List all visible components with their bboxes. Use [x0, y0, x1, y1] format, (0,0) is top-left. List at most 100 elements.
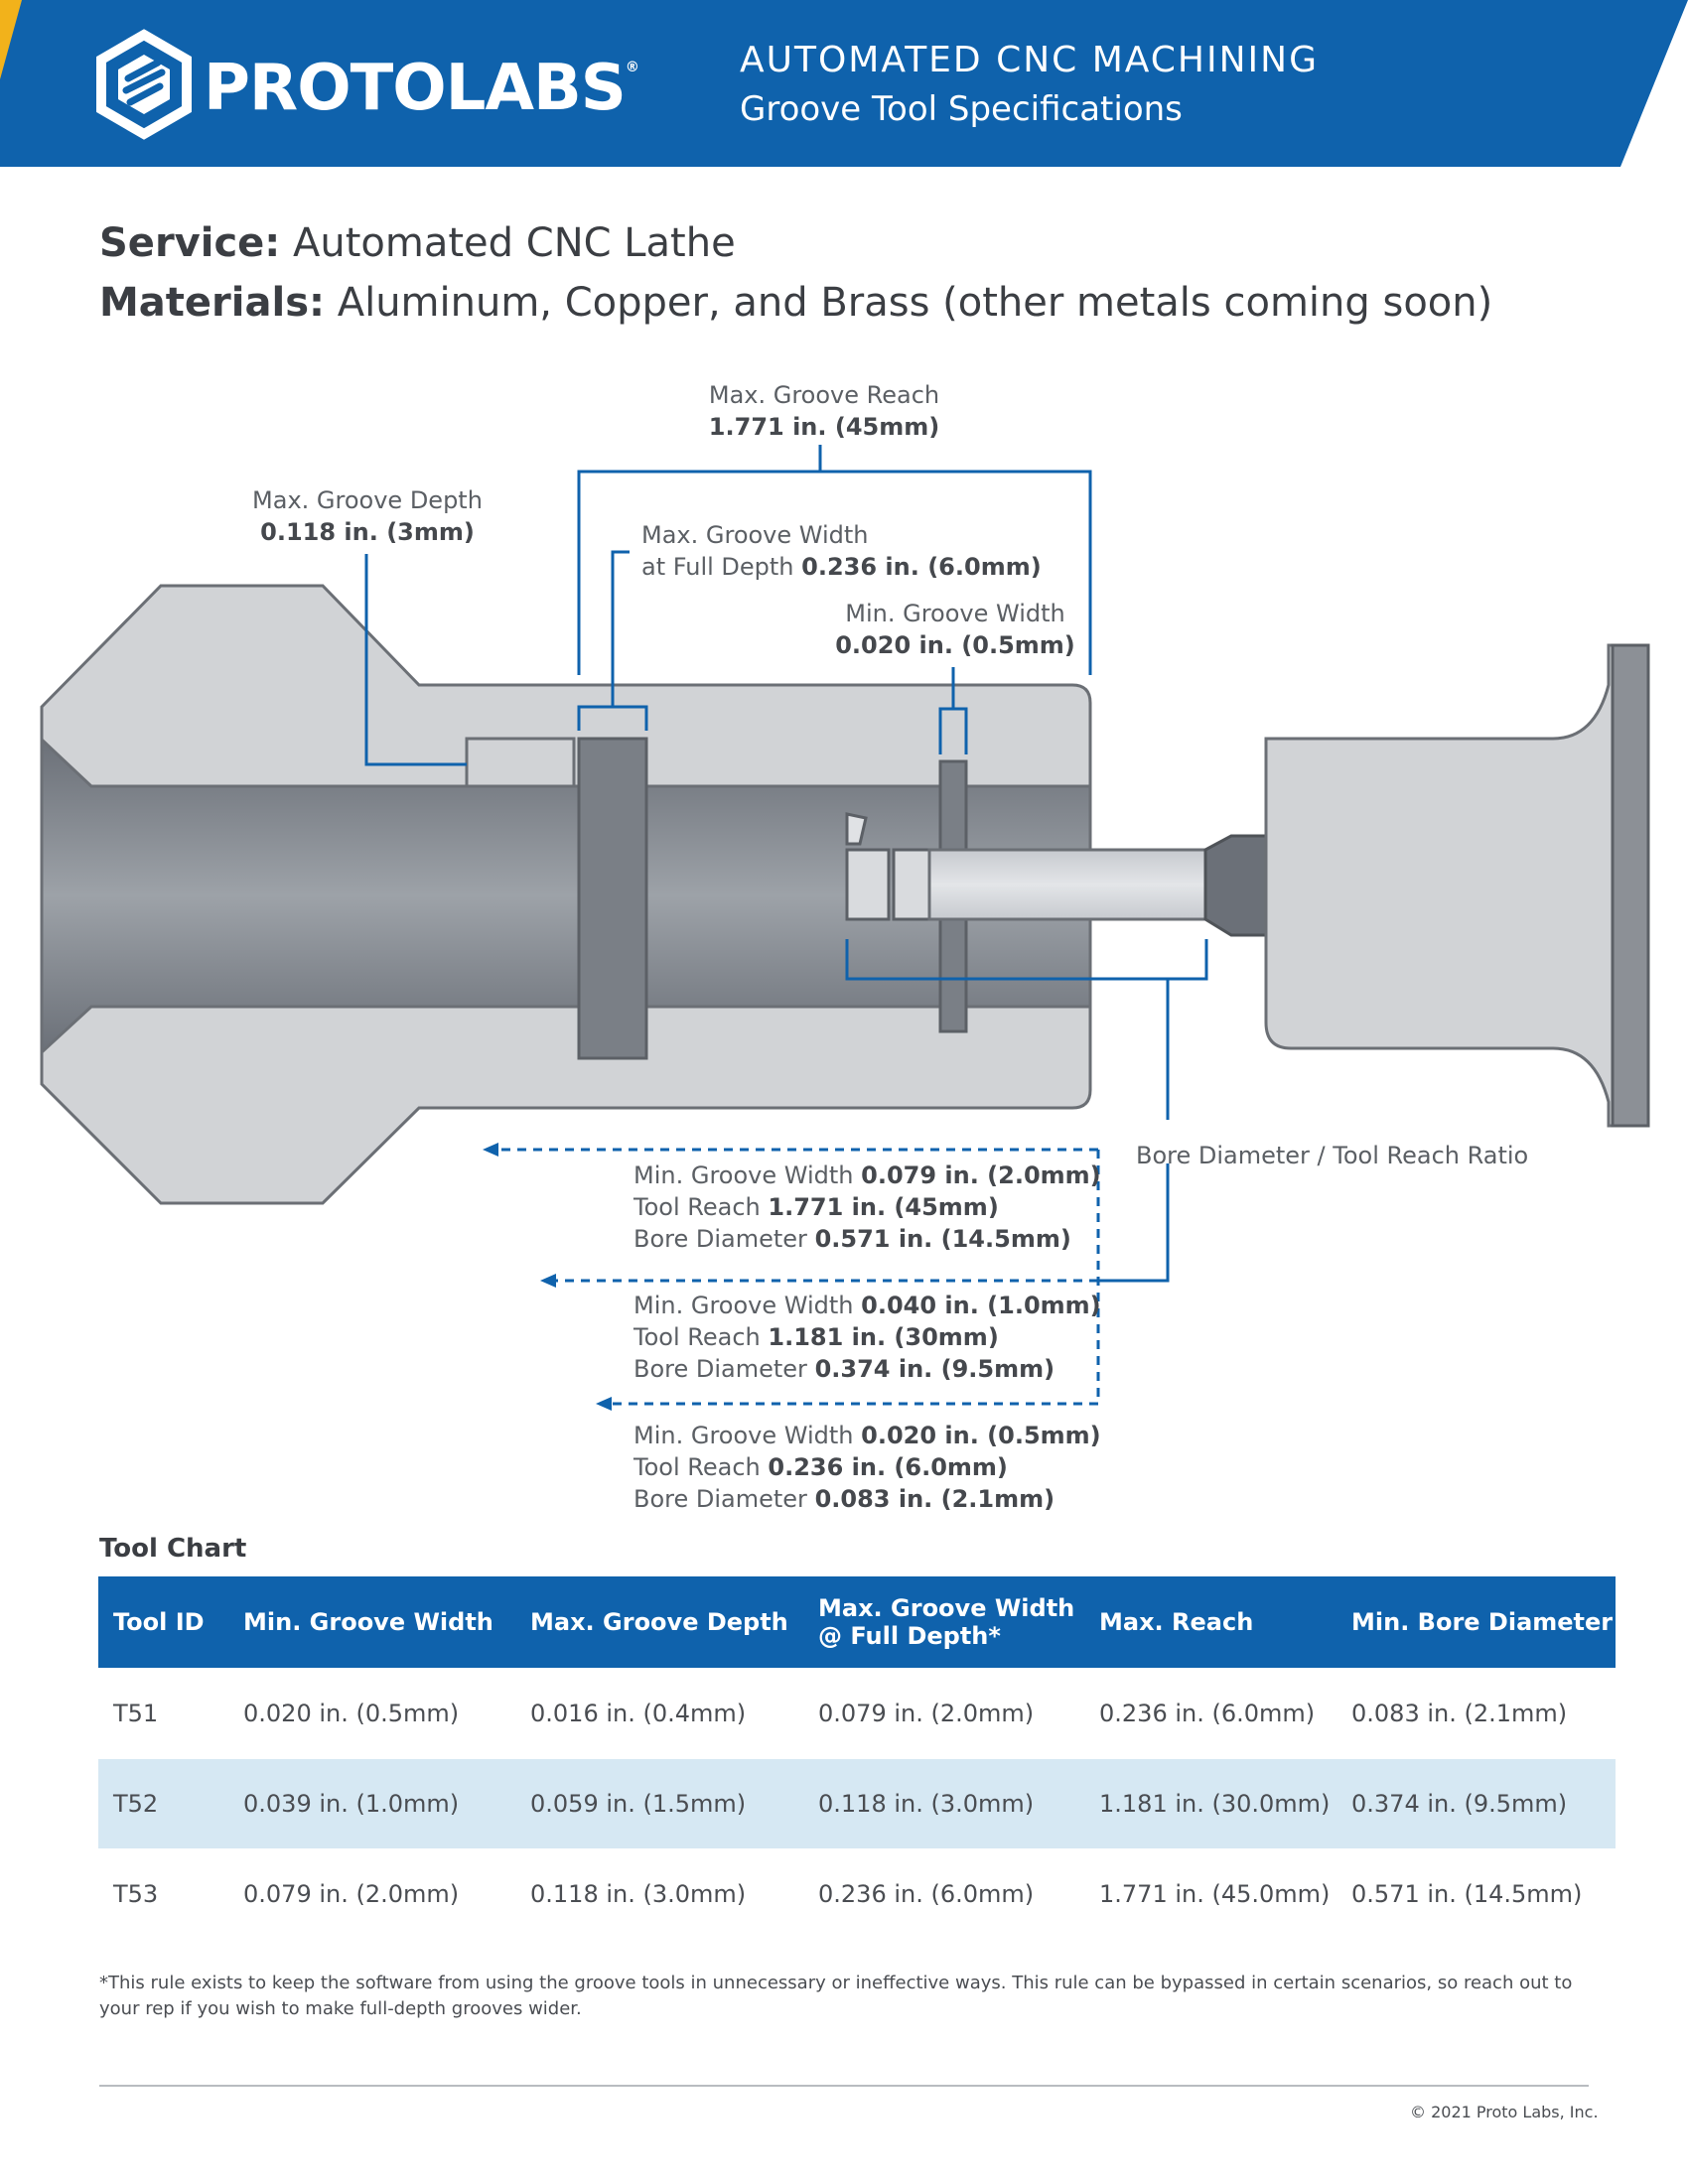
service-value: Automated CNC Lathe: [293, 220, 736, 266]
group-1-bore-label: Bore Diameter: [633, 1225, 807, 1253]
ratio-group-1: Min. Groove Width 0.079 in. (2.0mm) Tool…: [633, 1160, 1101, 1255]
group-2-width-value: 0.040 in. (1.0mm): [861, 1292, 1101, 1319]
group-2-bore-value: 0.374 in. (9.5mm): [814, 1355, 1055, 1383]
width-leader: [611, 550, 630, 707]
header-background: [0, 0, 1688, 167]
group-3-reach-label: Tool Reach: [633, 1453, 761, 1481]
cell-min-bore: 0.374 in. (9.5mm): [1336, 1759, 1616, 1848]
group-3-width-label: Min. Groove Width: [633, 1422, 854, 1449]
cell-min-bore: 0.083 in. (2.1mm): [1351, 1700, 1568, 1727]
cell-max-width: 0.118 in. (3.0mm): [803, 1759, 1084, 1848]
cell-tool-id: T51: [113, 1700, 159, 1727]
depth-title: Max. Groove Depth: [252, 486, 483, 514]
min-width-title: Min. Groove Width: [845, 600, 1065, 627]
reach-bracket: [577, 470, 1092, 675]
depth-groove: [465, 737, 576, 788]
cell-min-width: 0.039 in. (1.0mm): [228, 1759, 515, 1848]
max-groove-width-label: Max. Groove Width at Full Depth 0.236 in…: [641, 519, 1042, 583]
footnote: *This rule exists to keep the software f…: [99, 1973, 1573, 2019]
bore: [40, 736, 1092, 1056]
width-title: Max. Groove Width: [641, 521, 869, 549]
header-title: AUTOMATED CNC MACHINING: [740, 40, 1319, 80]
group-3-bore-value: 0.083 in. (2.1mm): [814, 1485, 1055, 1513]
group-1-width-label: Min. Groove Width: [633, 1161, 854, 1189]
ratio-group-3: Min. Groove Width 0.020 in. (0.5mm) Tool…: [633, 1420, 1101, 1515]
cell-tool-id: T53: [113, 1880, 159, 1908]
group-3-reach-value: 0.236 in. (6.0mm): [768, 1453, 1008, 1481]
width-value: 0.236 in. (6.0mm): [801, 553, 1042, 581]
header-banner: PROTOLABS® AUTOMATED CNC MACHINING Groov…: [0, 0, 1688, 167]
cell-min-width: 0.079 in. (2.0mm): [243, 1880, 460, 1908]
col-max-groove-depth: Max. Groove Depth: [515, 1576, 803, 1668]
max-groove-reach-label: Max. Groove Reach 1.771 in. (45mm): [685, 379, 963, 443]
max-groove-depth-label: Max. Groove Depth 0.118 in. (3mm): [238, 484, 496, 548]
service-label: Service:: [99, 220, 281, 266]
depth-leader: [364, 554, 467, 766]
tool-shank: [927, 848, 1207, 921]
hexagon-logo-icon: [96, 29, 192, 140]
cell-tool-id: T52: [98, 1759, 228, 1848]
brand-name: PROTOLABS®: [204, 52, 639, 125]
cell-min-width: 0.020 in. (0.5mm): [243, 1700, 460, 1727]
groove-tool-diagram: [40, 445, 1650, 1411]
depth-value: 0.118 in. (3mm): [260, 518, 475, 546]
col-max-groove-width-line1: Max. Groove Width: [818, 1594, 1075, 1622]
workpiece: [40, 584, 1092, 1205]
dimension-lines: [364, 445, 1208, 1283]
brand-text: PROTOLABS: [204, 52, 627, 125]
ratio-label: Bore Diameter / Tool Reach Ratio: [1136, 1142, 1529, 1169]
groove-tool: [845, 643, 1650, 1128]
service-line: Service: Automated CNC Lathe: [99, 220, 736, 266]
ratio-leader: [1098, 979, 1170, 1283]
ratio-dashed-arrows: [494, 1148, 1100, 1406]
header-blue-band: [0, 0, 1688, 167]
min-groove-width-label: Min. Groove Width 0.020 in. (0.5mm): [834, 598, 1076, 661]
cell-max-reach: 1.771 in. (45.0mm): [1099, 1880, 1331, 1908]
materials-value: Aluminum, Copper, and Brass (other metal…: [337, 280, 1493, 326]
group-1-bore-value: 0.571 in. (14.5mm): [814, 1225, 1071, 1253]
reach-title: Max. Groove Reach: [708, 381, 940, 409]
group-2-reach-label: Tool Reach: [633, 1323, 761, 1351]
cell-max-depth: 0.059 in. (1.5mm): [515, 1759, 803, 1848]
group-2-bore-label: Bore Diameter: [633, 1355, 807, 1383]
cell-max-depth: 0.118 in. (3.0mm): [530, 1880, 747, 1908]
cell-max-depth: 0.016 in. (0.4mm): [530, 1700, 747, 1727]
footer-divider: [99, 2085, 1589, 2087]
ratio-group-2: Min. Groove Width 0.040 in. (1.0mm) Tool…: [633, 1290, 1101, 1385]
group-1-reach-label: Tool Reach: [633, 1193, 761, 1221]
materials-label: Materials:: [99, 280, 325, 326]
tool-chart-title: Tool Chart: [99, 1534, 247, 1564]
wide-groove: [577, 737, 648, 1060]
col-min-bore-diameter: Min. Bore Diameter: [1336, 1576, 1616, 1668]
col-max-groove-width-line2: @ Full Depth*: [818, 1622, 1001, 1650]
min-width-value: 0.020 in. (0.5mm): [835, 631, 1075, 659]
reach-value: 1.771 in. (45mm): [708, 413, 940, 441]
table-row: T53 0.079 in. (2.0mm) 0.118 in. (3.0mm) …: [98, 1848, 1616, 1940]
table-row: T52 0.039 in. (1.0mm) 0.059 in. (1.5mm) …: [98, 1759, 1616, 1848]
cell-max-reach: 1.181 in. (30.0mm): [1084, 1759, 1336, 1848]
col-max-groove-width-full-depth: Max. Groove Width @ Full Depth*: [803, 1576, 1084, 1668]
copyright: © 2021 Proto Labs, Inc.: [1410, 2103, 1599, 2121]
group-1-reach-value: 1.771 in. (45mm): [768, 1193, 999, 1221]
group-1-width-value: 0.079 in. (2.0mm): [861, 1161, 1101, 1189]
accent-yellow-corner: [0, 0, 22, 79]
tool-holder: [1264, 643, 1650, 1128]
group-3-width-value: 0.020 in. (0.5mm): [861, 1422, 1101, 1449]
cell-max-width: 0.236 in. (6.0mm): [818, 1880, 1035, 1908]
col-max-reach: Max. Reach: [1084, 1576, 1336, 1668]
materials-line: Materials: Aluminum, Copper, and Brass (…: [99, 280, 1492, 326]
header-subtitle: Groove Tool Specifications: [740, 89, 1183, 129]
brand-registered-mark: ®: [625, 60, 639, 75]
holder-flange: [1611, 643, 1650, 1128]
cell-min-bore: 0.571 in. (14.5mm): [1351, 1880, 1583, 1908]
cell-max-width: 0.079 in. (2.0mm): [818, 1700, 1035, 1727]
col-min-groove-width: Min. Groove Width: [228, 1576, 515, 1668]
reach-ratio-bracket: [845, 939, 1208, 981]
cell-max-reach: 0.236 in. (6.0mm): [1099, 1700, 1316, 1727]
col-tool-id: Tool ID: [98, 1576, 228, 1668]
tool-chart-table: Tool ID Min. Groove Width Max. Groove De…: [98, 1576, 1616, 1940]
table-row: T51 0.020 in. (0.5mm) 0.016 in. (0.4mm) …: [98, 1668, 1616, 1759]
arrow-heads: [483, 1143, 612, 1411]
group-2-width-label: Min. Groove Width: [633, 1292, 854, 1319]
width-prefix: at Full Depth: [641, 553, 794, 581]
